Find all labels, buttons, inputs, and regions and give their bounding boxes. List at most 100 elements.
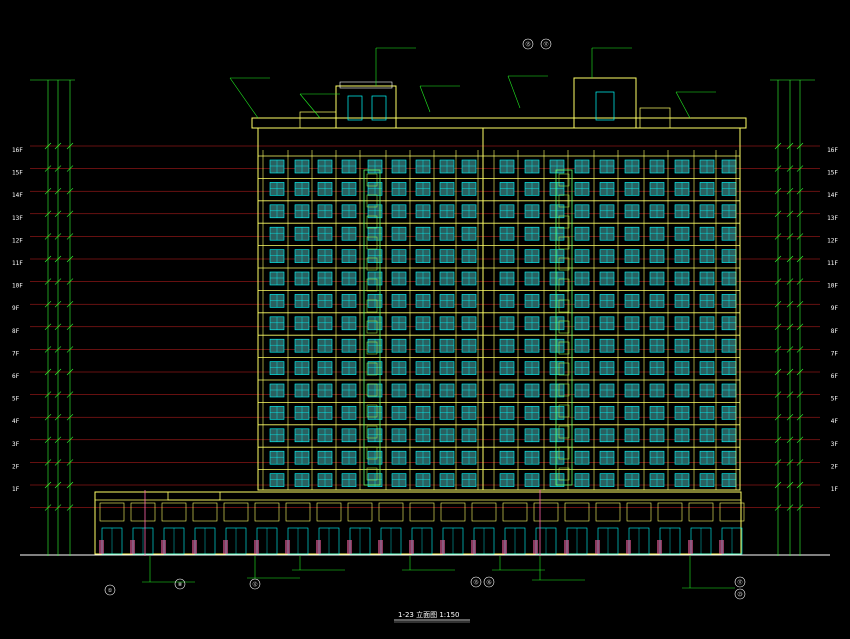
dimension-tick [66, 413, 74, 421]
dimension-tick [54, 481, 62, 489]
shop-pier [440, 540, 445, 554]
dimension-tick [796, 391, 804, 398]
shop-pier [378, 540, 383, 554]
shop-pier [192, 540, 197, 554]
dimension-tick [796, 255, 804, 263]
dimension-tick [796, 142, 804, 150]
core-window [558, 194, 570, 208]
roof-parapet-block [639, 107, 671, 129]
floor-label: 9F [831, 305, 839, 312]
dimension-tick [786, 391, 794, 398]
floor-label: 10F [12, 283, 23, 290]
floor-label: 8F [12, 328, 20, 335]
dimension-tick [774, 504, 782, 511]
floor-label: 7F [12, 350, 20, 357]
dimension-tick [54, 165, 62, 172]
dimension-tick [44, 481, 52, 489]
dimension-tick [796, 346, 804, 353]
dimension-tick [54, 459, 62, 466]
dimension-tick [54, 368, 62, 376]
leader-line [507, 75, 521, 109]
dimension-tick [66, 255, 74, 263]
dimension-tick [786, 300, 794, 308]
podium-upper-window [285, 502, 311, 522]
axis-bubble [522, 38, 534, 50]
core-window [366, 215, 378, 229]
core-window [366, 278, 378, 292]
floor-label: 6F [831, 373, 839, 380]
dimension-tick [774, 210, 782, 218]
floor-label: 11F [12, 260, 23, 267]
shop-pier [471, 540, 476, 554]
dimension-tick [796, 187, 804, 195]
dimension-tick [774, 278, 782, 285]
dimension-tick [786, 142, 794, 150]
dimension-tick [774, 187, 782, 195]
podium-shops [94, 491, 745, 555]
core-window [558, 236, 570, 250]
axis-bubble [734, 588, 746, 600]
dimension-tick [786, 346, 794, 353]
shop-pier [533, 540, 538, 554]
core-window [558, 320, 570, 334]
dimension-tick [796, 233, 804, 240]
dimension-tick [44, 300, 52, 308]
drawing-title-block: 1-23 立面图 1:150 [394, 610, 470, 623]
dimension-tick [44, 210, 52, 218]
dimension-tick [786, 323, 794, 331]
dimension-tick [774, 368, 782, 376]
dimension-tick [774, 255, 782, 263]
core-window [366, 299, 378, 313]
core-window [558, 383, 570, 397]
dimension-tick [796, 165, 804, 172]
floor-label: 1F [12, 486, 20, 493]
core-window [558, 215, 570, 229]
core-window [558, 341, 570, 355]
floor-label: 13F [827, 215, 838, 222]
axis-bubble [470, 576, 482, 588]
floor-label: 3F [831, 441, 839, 448]
dimension-tick [774, 346, 782, 353]
dimension-tick [44, 436, 52, 444]
shop-pier [130, 540, 135, 554]
dimension-tick [44, 187, 52, 195]
podium-upper-window [533, 502, 559, 522]
dimension-tick [66, 323, 74, 331]
dimension-tick [796, 323, 804, 331]
dimension-tick [786, 255, 794, 263]
roof-window [595, 91, 615, 121]
axis-bubble [483, 576, 495, 588]
shop-pier [657, 540, 662, 554]
podium-upper-window [471, 502, 497, 522]
core-window [366, 404, 378, 418]
dimension-tick [774, 165, 782, 172]
dimension-tick [774, 233, 782, 240]
podium-upper-window [409, 502, 435, 522]
dimension-tick [786, 459, 794, 466]
dimension-tick [54, 436, 62, 444]
dimension-tick [796, 278, 804, 285]
dimension-tick [66, 187, 74, 195]
podium-upper-window [347, 502, 373, 522]
dimension-tick [66, 300, 74, 308]
shop-pier [688, 540, 693, 554]
floor-label: 13F [12, 215, 23, 222]
floor-label: 5F [12, 396, 20, 403]
roof-house-right [573, 77, 637, 129]
core-window [366, 425, 378, 439]
podium-upper-window [130, 502, 156, 522]
podium-upper-window [99, 502, 125, 522]
dimension-tick [54, 233, 62, 240]
dimension-tick [796, 481, 804, 489]
dimension-tick [796, 459, 804, 466]
floor-label: 5F [831, 396, 839, 403]
core-window [558, 278, 570, 292]
shop-pier [347, 540, 352, 554]
floor-label: 9F [12, 305, 20, 312]
dimension-tick [774, 300, 782, 308]
axis-bubble [734, 576, 746, 588]
floor-label: 6F [12, 373, 20, 380]
core-window [366, 383, 378, 397]
